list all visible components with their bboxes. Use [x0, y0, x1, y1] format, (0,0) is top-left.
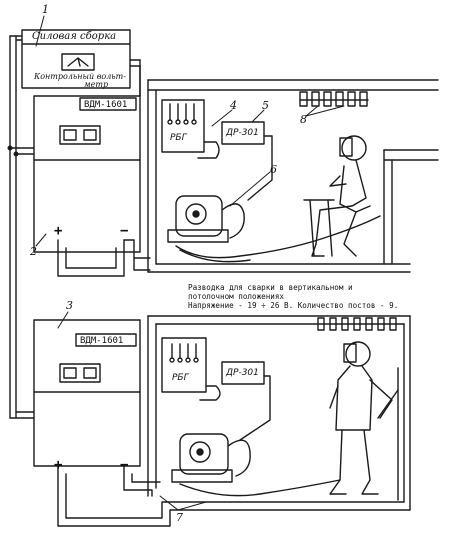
- rectifier-cabinet-bottom: [33, 319, 141, 467]
- leader-lines-top: [35, 105, 345, 247]
- main-busbars: [7, 35, 141, 419]
- output-cables-top: [57, 239, 151, 277]
- rbg-label-bottom: РБГ: [172, 373, 189, 383]
- wire-feeder-top: [167, 195, 381, 263]
- rbg-box-top: [161, 99, 205, 153]
- control-voltmeter-label-2: метр: [84, 80, 109, 89]
- rbg-label-top: РБГ: [170, 133, 187, 143]
- dr301-box-bottom: [199, 361, 271, 441]
- minus-terminal-top: −: [120, 223, 129, 239]
- callout-5: 5: [262, 99, 269, 112]
- callout-7: 7: [176, 511, 183, 524]
- rectifier-plate-top: ВДМ-1601: [84, 100, 128, 110]
- dr301-box-top: [197, 121, 273, 201]
- rbg-box-bottom: [161, 337, 207, 393]
- booth-top: [147, 79, 439, 273]
- booth-bottom: [147, 315, 411, 511]
- caption-line-2: потолочном положениях: [188, 292, 285, 301]
- output-cables-bottom: [57, 465, 411, 527]
- caption: Разводка для сварки в вертикальном и пот…: [188, 283, 448, 310]
- plus-terminal-bottom: +: [54, 457, 63, 473]
- minus-terminal-bottom: −: [120, 457, 129, 473]
- welder-seated: [303, 135, 371, 257]
- callout-1-leader: [35, 15, 45, 47]
- plus-terminal-top: +: [54, 223, 63, 239]
- power-assembly-label: Силовая сборка: [32, 31, 117, 42]
- rectifier-cabinet-top: [33, 95, 141, 253]
- power-assembly-box: [21, 29, 131, 89]
- welder-standing: [329, 341, 399, 495]
- callout-2: 2: [30, 245, 37, 258]
- ceiling-cable-holders-top: [299, 91, 369, 107]
- callout-4: 4: [230, 99, 237, 112]
- caption-line-1: Разводка для сварки в вертикальном и: [188, 283, 353, 292]
- callout-3: 3: [66, 299, 73, 312]
- callout-6: 6: [270, 163, 277, 176]
- dr301-label-bottom: ДР-301: [226, 368, 259, 378]
- dr301-label-top: ДР-301: [226, 128, 259, 138]
- rectifier-plate-bottom: ВДМ-1601: [80, 336, 124, 346]
- leader-lines-bottom: [57, 311, 207, 511]
- caption-line-3: Напряжение - 19 ÷ 26 В. Количество посто…: [188, 301, 399, 310]
- callout-8: 8: [300, 113, 307, 126]
- callout-1: 1: [42, 3, 49, 16]
- control-voltmeter-label-1: Контрольный вольт-: [34, 72, 126, 81]
- wire-feeder-bottom: [171, 433, 341, 497]
- ceiling-cable-holders-bottom: [317, 317, 397, 331]
